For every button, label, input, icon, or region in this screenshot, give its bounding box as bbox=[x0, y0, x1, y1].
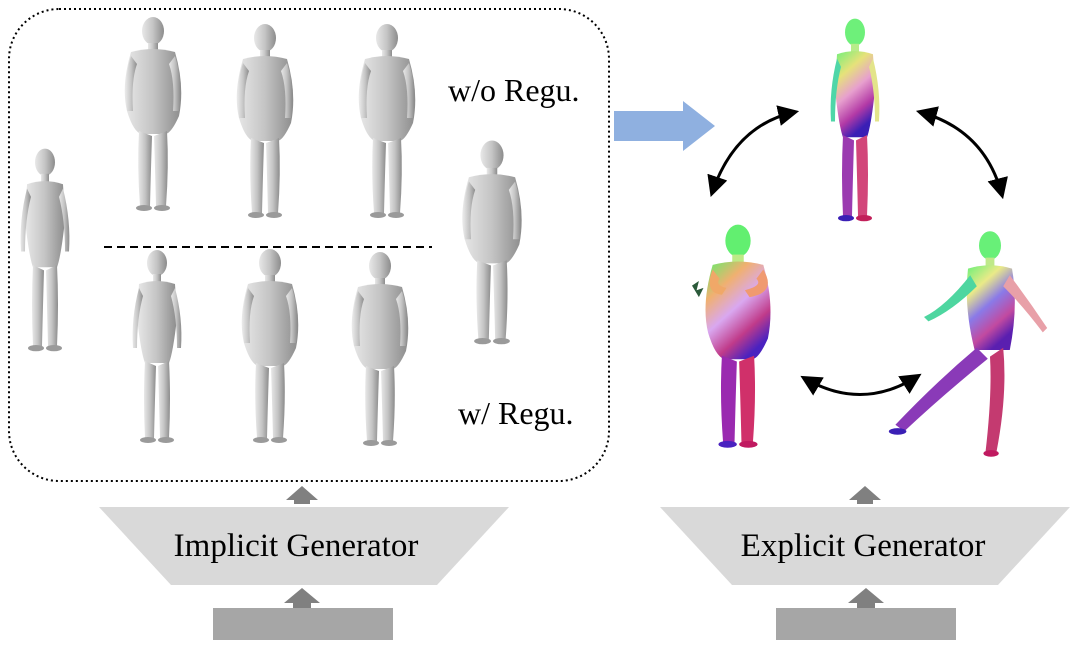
source-body-gray bbox=[20, 148, 70, 352]
explicit-body-left bbox=[692, 224, 771, 448]
implicit-panel-frame bbox=[8, 8, 610, 482]
implicit-input-bar bbox=[213, 608, 393, 640]
body-without-regu-3 bbox=[358, 24, 416, 218]
explicit-body-right bbox=[888, 231, 1048, 457]
body-with-regu-1 bbox=[132, 250, 182, 443]
explicit-generator-label: Explicit Generator bbox=[741, 528, 986, 564]
explicit-body-top bbox=[830, 18, 880, 222]
body-with-regu-3 bbox=[351, 252, 409, 446]
transfer-arrow bbox=[614, 101, 715, 151]
implicit-up-arrow-bottom bbox=[284, 588, 320, 608]
explicit-up-arrow-top bbox=[849, 486, 881, 504]
label-with-regu: w/ Regu. bbox=[458, 395, 574, 431]
implicit-generator-trapezoid bbox=[99, 507, 509, 585]
cycle-arrow-right bbox=[915, 106, 1008, 200]
body-without-regu-1 bbox=[124, 17, 182, 211]
explicit-input-bar bbox=[776, 608, 956, 640]
explicit-up-arrow-bottom bbox=[848, 588, 884, 608]
implicit-up-arrow-top bbox=[286, 486, 318, 504]
implicit-generator-label: Implicit Generator bbox=[174, 528, 419, 564]
body-without-regu-2 bbox=[236, 24, 294, 218]
target-body-gray bbox=[462, 140, 522, 345]
cycle-arrow-left bbox=[707, 105, 800, 197]
cycle-arrow-bottom bbox=[800, 373, 922, 396]
body-with-regu-2 bbox=[241, 249, 299, 443]
label-without-regu: w/o Regu. bbox=[448, 72, 580, 108]
explicit-generator-trapezoid bbox=[660, 507, 1070, 585]
